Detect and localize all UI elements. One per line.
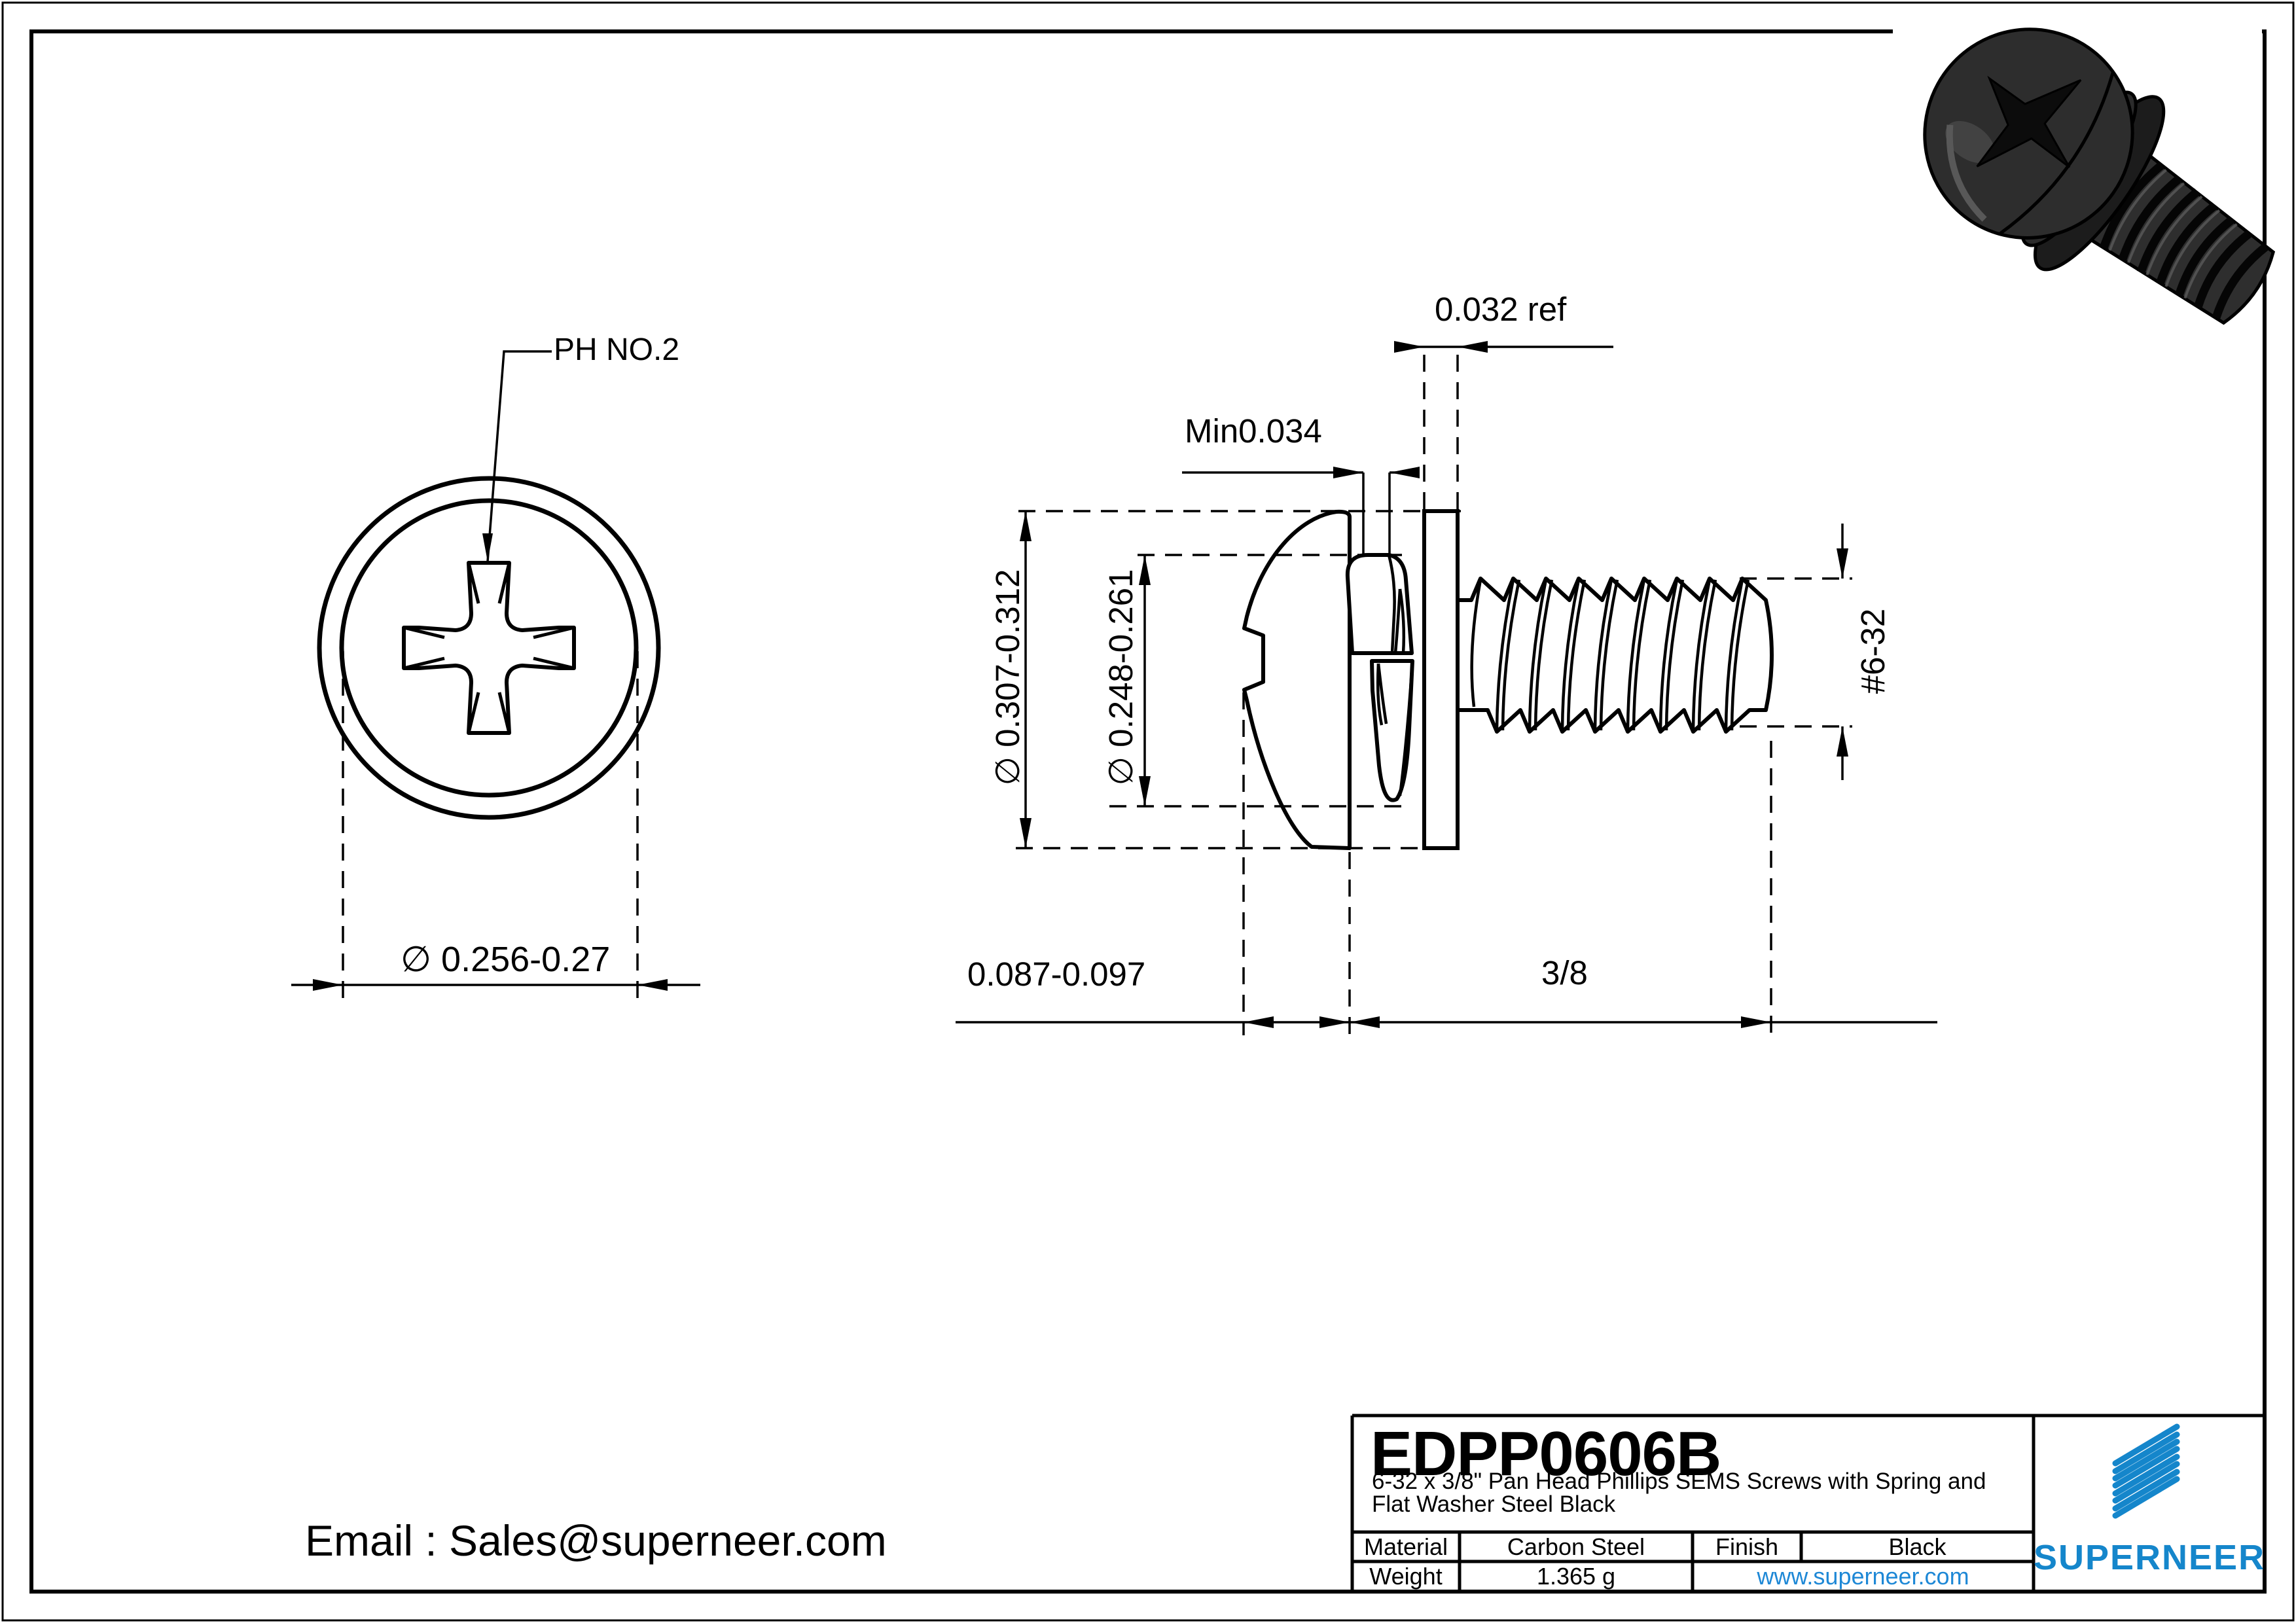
flat-washer — [1422, 509, 1460, 850]
head-height-label: 0.087-0.097 — [967, 955, 1146, 993]
title-block-lines — [1350, 1414, 2265, 1592]
washer-thickness-label: 0.032 ref — [1435, 291, 1567, 328]
phillips-recess-3d — [1976, 75, 2082, 168]
side-view — [1242, 509, 1774, 850]
dimension-lines — [956, 346, 1937, 1035]
weight-value: 1.365 g — [1536, 1563, 1616, 1590]
contact-email: Email : Sales@superneer.com — [305, 1516, 887, 1565]
dimension-arrows — [1020, 341, 1848, 1028]
pan-head-profile — [1242, 509, 1352, 850]
washer-od-label: ∅ 0.307-0.312 — [989, 569, 1026, 786]
weight-label: Weight — [1369, 1563, 1443, 1590]
website-link[interactable]: www.superneer.com — [1757, 1563, 1969, 1590]
brand-wordmark: SUPERNEER — [2034, 1538, 2266, 1577]
spring-min-width-label: Min0.034 — [1185, 412, 1322, 450]
material-label: Material — [1363, 1533, 1448, 1560]
description-line2: Flat Washer Steel Black — [1372, 1491, 1616, 1517]
thread-helix-lines — [1470, 579, 1750, 731]
thread-size-label: #6-32 — [1854, 608, 1892, 694]
part-number: EDPP0606B — [1371, 1419, 1721, 1489]
front-diameter-dim — [291, 651, 700, 1008]
finish-label: Finish — [1715, 1533, 1779, 1560]
phillips-chamfer-lines — [403, 562, 575, 734]
spring-od-label: ∅ 0.248-0.261 — [1102, 569, 1139, 786]
screw-3d-render — [1923, 27, 2276, 325]
material-value: Carbon Steel — [1507, 1533, 1645, 1560]
thread-length-label: 3/8 — [1541, 954, 1588, 991]
spring-washer — [1345, 553, 1414, 802]
front-view — [291, 350, 700, 1008]
description-line1: 6-32 x 3/8" Pan Head Phillips SEMS Screw… — [1372, 1469, 1986, 1494]
phillips-leader — [486, 350, 552, 562]
phillips-label: PH NO.2 — [554, 332, 680, 367]
finish-value: Black — [1888, 1533, 1946, 1560]
superneer-logo-stripes — [2112, 1423, 2180, 1519]
front-diameter-label: ∅ 0.256-0.27 — [401, 940, 611, 979]
